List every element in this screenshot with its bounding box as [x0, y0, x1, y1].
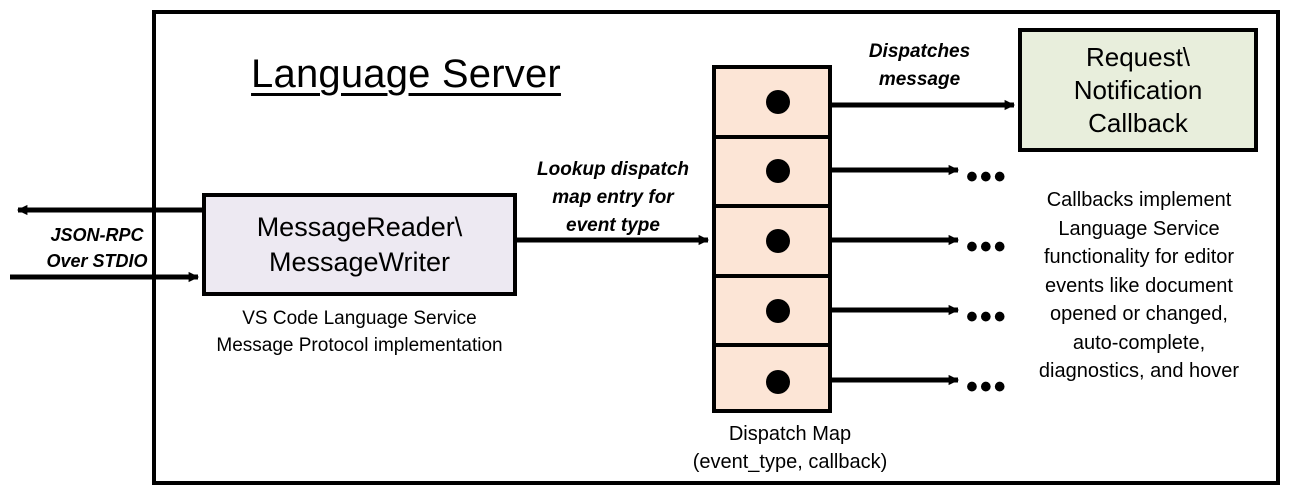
dispatch-map-row-2[interactable] — [716, 139, 828, 209]
dispatch-map-row-5[interactable] — [716, 347, 828, 417]
jsonrpc-label-line2: Over STDIO — [46, 251, 148, 271]
callback-description-line3: functionality for editor — [1043, 246, 1235, 268]
message-reader-writer-box[interactable]: MessageReader\ MessageWriter — [202, 193, 517, 296]
lookup-dispatch-label-line3: event type — [566, 215, 660, 236]
page-title: Language Server — [251, 52, 561, 96]
message-reader-writer-line1: MessageReader\ — [256, 211, 463, 242]
jsonrpc-label-line1: JSON-RPC — [50, 225, 144, 245]
dispatches-message-label: Dispatches message — [832, 38, 1007, 94]
callback-description-line2: Language Service — [1058, 217, 1220, 240]
dispatch-map-row-4[interactable] — [716, 278, 828, 348]
lookup-dispatch-label-line2: map entry for — [552, 187, 674, 208]
request-notification-callback-box[interactable]: Request\ Notification Callback — [1018, 28, 1258, 152]
dispatches-message-line2: message — [878, 69, 961, 90]
ellipsis-row-3: ••• — [966, 228, 1008, 266]
callback-dot-icon — [766, 228, 790, 253]
message-reader-writer-caption: VS Code Language Service Message Protoco… — [182, 305, 537, 359]
dispatch-map-row-1[interactable] — [716, 69, 828, 139]
callback-box-line2: Notification — [1073, 74, 1203, 105]
callback-description-line5: opened or changed, — [1050, 303, 1228, 325]
dispatch-map-table[interactable] — [712, 65, 832, 413]
lookup-dispatch-label: Lookup dispatch map entry for event type — [518, 156, 708, 240]
callback-description: Callbacks implement Language Service fun… — [1008, 186, 1270, 386]
callback-dot-icon — [766, 298, 790, 323]
dispatches-message-line1: Dispatches — [868, 41, 971, 62]
message-reader-writer-caption-line2: Message Protocol implementation — [216, 335, 503, 356]
callback-description-line4: events like document — [1045, 274, 1233, 297]
ellipsis-row-2: ••• — [966, 158, 1008, 196]
callback-box-line3: Callback — [1088, 107, 1188, 138]
ellipsis-row-4: ••• — [966, 298, 1008, 336]
callback-box-line1: Request\ — [1085, 41, 1191, 72]
callback-dot-icon — [766, 159, 790, 184]
callback-dot-icon — [766, 89, 790, 114]
callback-description-line1: Callbacks implement — [1046, 189, 1232, 211]
lookup-dispatch-label-line1: Lookup dispatch — [537, 159, 689, 180]
callback-dot-icon — [766, 370, 790, 395]
callback-description-line7: diagnostics, and hover — [1038, 360, 1240, 382]
dispatch-map-caption-line2: (event_type, callback) — [692, 451, 888, 473]
callback-description-line6: auto-complete, — [1072, 331, 1206, 354]
ellipsis-row-5: ••• — [966, 368, 1008, 406]
message-reader-writer-line2: MessageWriter — [268, 246, 451, 277]
message-reader-writer-caption-line1: VS Code Language Service — [242, 308, 477, 329]
dispatch-map-caption: Dispatch Map (event_type, callback) — [640, 420, 940, 476]
jsonrpc-label: JSON-RPC Over STDIO — [22, 222, 172, 274]
dispatch-map-caption-line1: Dispatch Map — [728, 423, 852, 445]
dispatch-map-row-3[interactable] — [716, 208, 828, 278]
language-server-boundary — [152, 10, 1280, 485]
